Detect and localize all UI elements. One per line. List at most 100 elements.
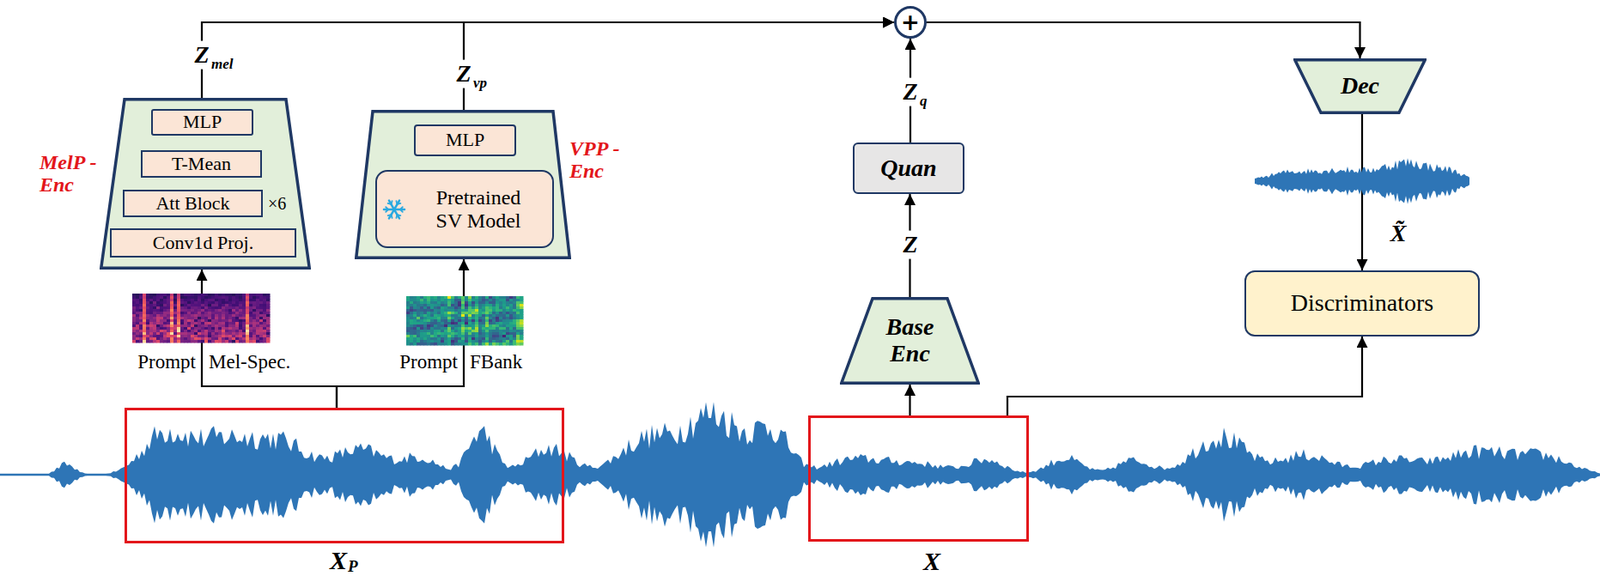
spectrogram-cell [221, 301, 226, 305]
spectrogram-cell [423, 306, 428, 311]
spectrogram-cell [200, 309, 206, 313]
spectrogram-cell [249, 309, 254, 313]
spectrogram-cell [156, 316, 161, 321]
spectrogram-cell [426, 332, 432, 336]
spectrogram-cell [450, 304, 456, 308]
spectrogram-cell [262, 324, 268, 329]
spectrogram-cell [190, 304, 195, 308]
spectrogram-cell [266, 334, 271, 339]
spectrogram-cell [468, 309, 473, 313]
spectrogram-cell [149, 314, 154, 318]
spectrogram-cell [146, 322, 151, 326]
spectrogram-cell [159, 322, 165, 326]
spectrogram-cell [461, 309, 466, 313]
spectrogram-cell [170, 304, 175, 308]
spectrogram-cell [516, 296, 521, 300]
spectrogram-cell [235, 309, 240, 313]
spectrogram-cell [423, 298, 428, 303]
spectrogram-cell [187, 306, 192, 311]
spectrogram-cell [166, 314, 171, 318]
spectrogram-cell [252, 340, 257, 344]
spectrogram-cell [255, 301, 261, 305]
spectrogram-cell [132, 309, 137, 313]
spectrogram-cell [430, 329, 435, 334]
spectrogram-cell [197, 309, 202, 313]
spectrogram-cell [423, 301, 428, 305]
spectrogram-cell [231, 327, 237, 331]
spectrogram-cell [474, 309, 480, 313]
spectrogram-cell [228, 311, 233, 316]
spectrogram-cell [433, 301, 439, 305]
spectrogram-cell [218, 332, 223, 336]
spectrogram-cell [426, 322, 432, 326]
spectrogram-cell [204, 304, 209, 308]
spectrogram-cell [142, 324, 147, 329]
spectrogram-cell [235, 332, 240, 336]
spectrogram-cell [440, 322, 445, 326]
snowflake-branch [388, 213, 392, 217]
spectrogram [132, 293, 271, 344]
spectrogram-cell [218, 322, 223, 326]
spectrogram-cell [426, 327, 432, 331]
spectrogram-cell [200, 298, 206, 303]
spectrogram-cell [204, 327, 209, 331]
spectrogram-cell [488, 334, 493, 339]
spectrogram-cell [478, 327, 483, 331]
spectrogram-cell [440, 316, 445, 321]
spectrogram-cell [454, 324, 459, 329]
spectrogram-cell [450, 332, 456, 336]
spectrogram-cell [238, 334, 244, 339]
spectrogram-cell [444, 311, 449, 316]
spectrogram-cell [471, 306, 476, 311]
spectrogram-cell [492, 314, 497, 318]
spectrogram-cell [481, 324, 487, 329]
spectrogram-cell [416, 301, 421, 305]
node-heading: X [329, 546, 347, 575]
spectrogram-cell [132, 324, 137, 329]
spectrogram-cell [170, 293, 175, 298]
spectrogram-cell [444, 298, 449, 303]
spectrogram-cell [406, 306, 411, 311]
spectrogram-cell [474, 332, 480, 336]
spectrogram-cell [426, 329, 432, 334]
spectrogram-cell [176, 296, 182, 300]
spectrogram-cell [492, 311, 497, 316]
spectrogram-cell [135, 334, 140, 339]
spectrogram-cell [173, 340, 178, 344]
spectrogram-cell [204, 311, 209, 316]
spectrogram-cell [156, 319, 161, 323]
spectrogram-cell [457, 334, 463, 339]
spectrogram-cell [135, 322, 140, 326]
spectrogram-cell [450, 309, 456, 313]
spectrogram-cell [214, 327, 220, 331]
spectrogram-cell [252, 301, 257, 305]
spectrogram-cell [447, 304, 452, 308]
spectrogram-cell [214, 322, 220, 326]
spectrogram-cell [176, 309, 182, 313]
spectrogram-cell [200, 337, 206, 341]
spectrogram-cell [259, 306, 264, 311]
spectrogram-cell [152, 314, 158, 318]
spectrogram-cell [464, 342, 469, 347]
spectrogram-cell [187, 322, 192, 326]
spectrogram-cell [454, 301, 459, 305]
snowflake-branch [397, 202, 402, 206]
spectrogram-cell [255, 296, 261, 300]
spectrogram-cell [450, 327, 456, 331]
spectrogram-cell [266, 301, 271, 305]
spectrogram-cell [430, 314, 435, 318]
spectrogram-cell [454, 316, 459, 321]
spectrogram-cell [242, 324, 247, 329]
spectrogram-cell [132, 327, 137, 331]
spectrogram-cell [450, 340, 456, 344]
spectrogram-cell [512, 327, 518, 331]
spectrogram-cell [228, 296, 233, 300]
spectrogram-cell [409, 327, 414, 331]
spectrogram-cell [242, 319, 247, 323]
spectrogram-cell [519, 342, 524, 347]
spectrogram-cell [200, 340, 206, 344]
spectrogram-cell [132, 322, 137, 326]
spectrogram-cell [235, 306, 240, 311]
spectrogram-cell [502, 322, 507, 326]
